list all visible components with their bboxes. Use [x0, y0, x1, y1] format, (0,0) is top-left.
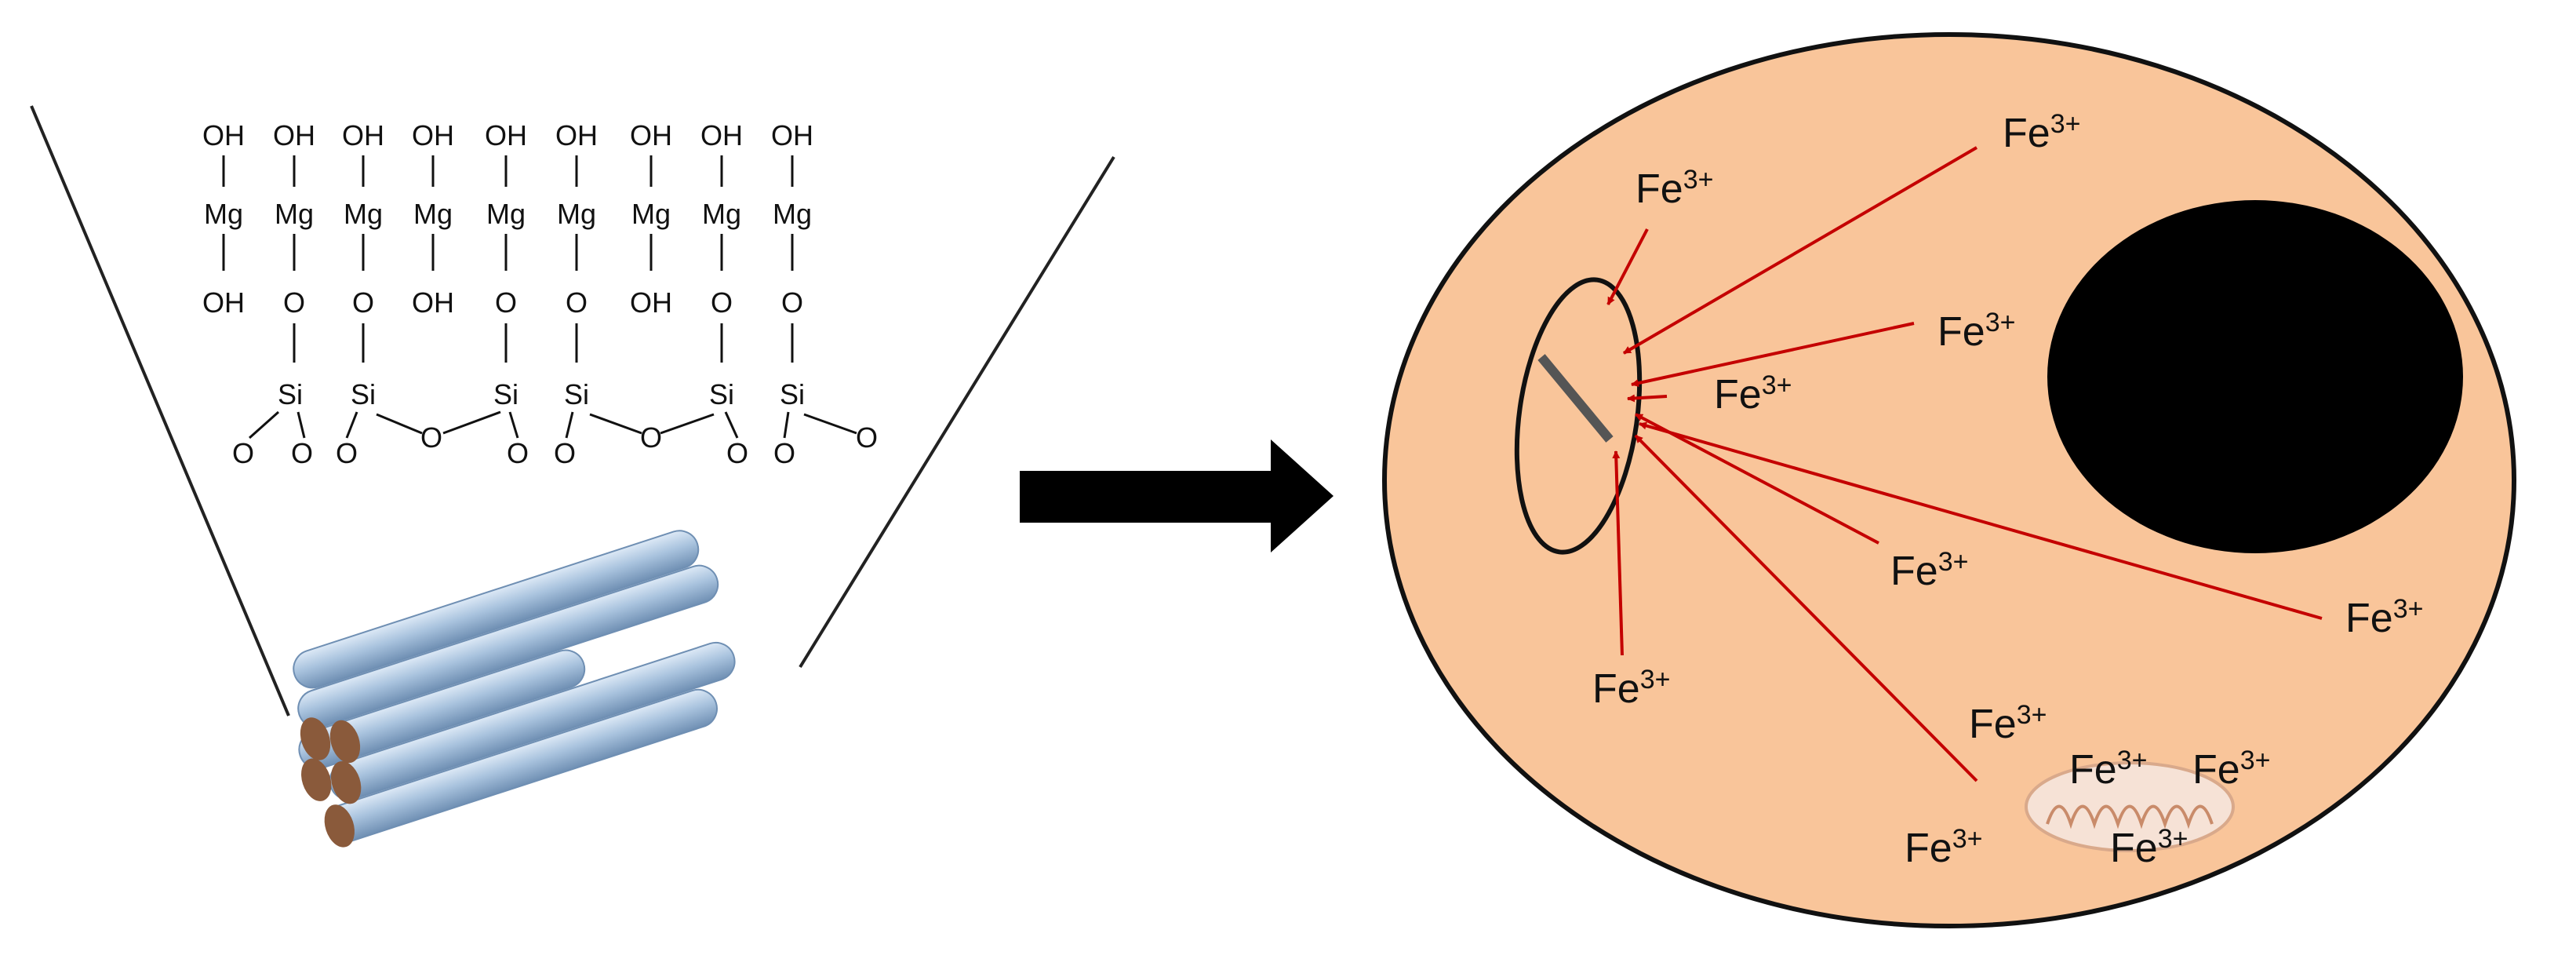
ion-label: Fe3+ — [2003, 109, 2080, 156]
oxygen-label: O — [640, 421, 662, 454]
bottom-group-label: OH — [630, 286, 672, 319]
silicon-label: Si — [351, 378, 376, 410]
ion-arrow — [1627, 394, 1668, 403]
silicon-label: Si — [278, 378, 303, 410]
bond-line — [724, 411, 739, 439]
bottom-group-label: O — [283, 286, 305, 319]
internalized-nanotube — [1537, 354, 1614, 443]
magnesium-label: Mg — [486, 198, 526, 230]
bond-line — [297, 411, 306, 439]
hydroxyl-label: OH — [555, 119, 598, 151]
nucleus — [2047, 200, 2463, 553]
oxygen-label: O — [291, 437, 313, 469]
oxygen-label: O — [773, 437, 795, 469]
magnesium-label: Mg — [557, 198, 596, 230]
ion-label: Fe3+ — [1969, 700, 2047, 747]
silicon-label: Si — [780, 378, 805, 410]
ion-label: Fe3+ — [1635, 165, 1713, 212]
zoom-line-left — [30, 105, 290, 717]
bond-line — [376, 413, 423, 435]
bond-line — [442, 410, 501, 435]
hydroxyl-label: OH — [202, 119, 245, 151]
ion-label: Fe3+ — [1890, 547, 1968, 594]
magnesium-label: Mg — [631, 198, 671, 230]
oxygen-label: O — [336, 437, 358, 469]
ion-arrows — [1606, 146, 2323, 782]
bottom-group-label: O — [352, 286, 374, 319]
hydroxyl-label: OH — [771, 119, 813, 151]
silicon-label: Si — [564, 378, 589, 410]
silicon-label: Si — [709, 378, 734, 410]
mitochondrion-icon — [2025, 761, 2235, 852]
ion-label: Fe3+ — [1714, 370, 1792, 418]
bottom-group-label: O — [566, 286, 588, 319]
hydroxyl-label: OH — [630, 119, 672, 151]
oxygen-label: O — [726, 437, 748, 469]
bond-line — [565, 411, 574, 439]
oxygen-label: O — [554, 437, 576, 469]
silicon-label: Si — [493, 378, 518, 410]
ion-arrow — [1606, 228, 1649, 305]
ion-arrow — [1639, 421, 2323, 620]
bottom-group-label: O — [781, 286, 803, 319]
nanotube-bundle-icon — [293, 530, 736, 848]
ion-labels: Fe3+ Fe3+ Fe3+ Fe3+ Fe3+ Fe3+ Fe3+ Fe3+ … — [1592, 109, 2423, 871]
oxygen-label: O — [856, 421, 878, 454]
bond-line — [345, 411, 358, 439]
ion-label: Fe3+ — [2069, 746, 2147, 793]
ion-label: Fe3+ — [2192, 746, 2270, 793]
hydroxyl-label: OH — [412, 119, 454, 151]
ion-arrow — [1634, 434, 1978, 782]
zoom-line-right — [799, 155, 1115, 669]
magnesium-label: Mg — [413, 198, 453, 230]
bottom-group-label: O — [711, 286, 733, 319]
bond-line — [508, 411, 519, 439]
right-arrow-icon — [1020, 439, 1333, 552]
oxygen-label: O — [420, 421, 442, 454]
ion-label: Fe3+ — [2345, 594, 2423, 641]
hydroxyl-label: OH — [273, 119, 315, 151]
magnesium-label: Mg — [702, 198, 741, 230]
hydroxyl-label: OH — [342, 119, 384, 151]
ion-label: Fe3+ — [1937, 308, 2015, 355]
chemical-structure: OHMgOHOHMgOOHMgOOHMgOHOHMgOOHMgOOHMgOHOH… — [202, 119, 878, 469]
bond-line — [803, 413, 857, 435]
ion-label: Fe3+ — [2110, 824, 2188, 871]
bond-line — [783, 411, 790, 439]
bond-line — [660, 413, 715, 435]
oxygen-label: O — [232, 437, 254, 469]
ion-arrow — [1612, 450, 1624, 656]
bottom-group-label: O — [495, 286, 517, 319]
magnesium-label: Mg — [773, 198, 812, 230]
ion-label: Fe3+ — [1592, 665, 1670, 712]
endosome — [1514, 277, 1643, 555]
bottom-group-label: OH — [202, 286, 245, 319]
magnesium-label: Mg — [204, 198, 243, 230]
bond-line — [589, 413, 642, 435]
magnesium-label: Mg — [275, 198, 314, 230]
oxygen-label: O — [507, 437, 529, 469]
bottom-group-label: OH — [412, 286, 454, 319]
ion-arrow — [1631, 322, 1915, 387]
magnesium-label: Mg — [344, 198, 383, 230]
ion-label: Fe3+ — [1905, 824, 1982, 871]
ion-arrow — [1622, 146, 1978, 355]
hydroxyl-label: OH — [485, 119, 527, 151]
bond-line — [249, 410, 279, 439]
hydroxyl-label: OH — [700, 119, 743, 151]
